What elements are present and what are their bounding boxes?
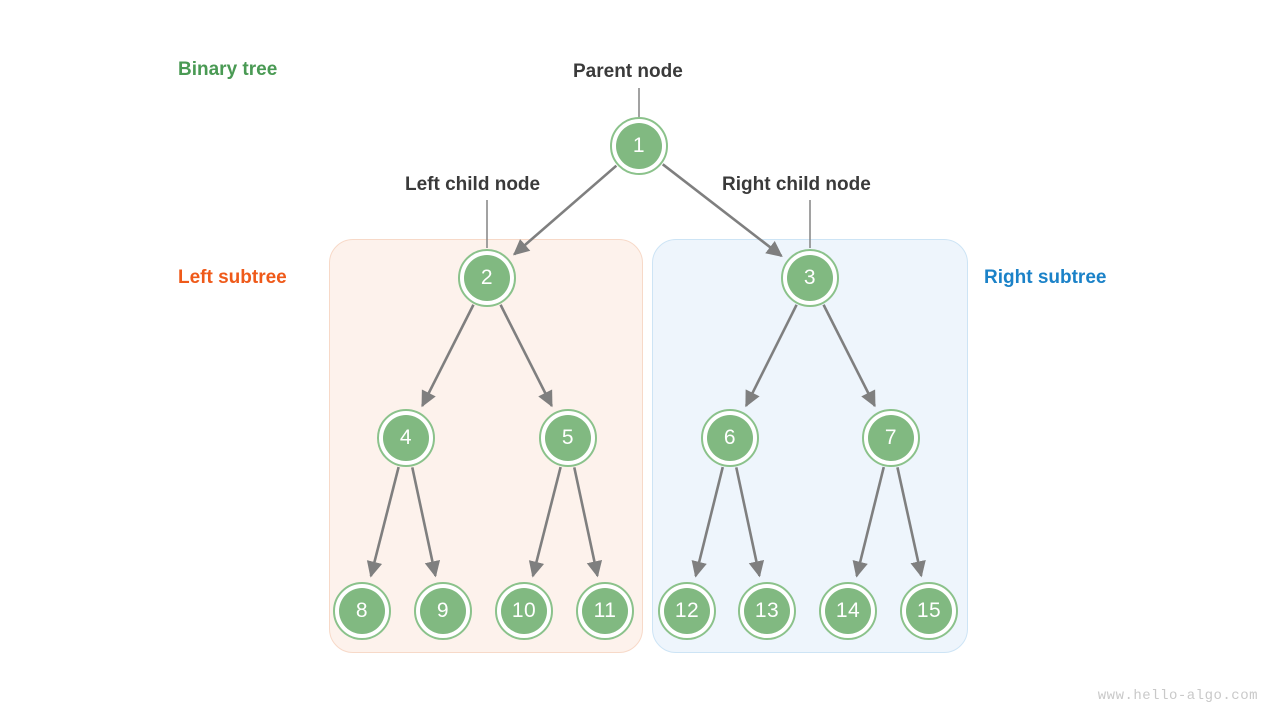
tree-node-label: 14 — [825, 588, 871, 634]
tree-node-12[interactable]: 12 — [658, 582, 716, 640]
left-child-node-caption: Left child node — [405, 174, 541, 195]
tree-edge-4-to-9 — [411, 467, 441, 578]
leader-lines-group — [486, 88, 811, 248]
left-subtree-label: Left subtree — [178, 267, 287, 288]
edges-group — [366, 163, 926, 578]
tree-node-14[interactable]: 14 — [819, 582, 877, 640]
right-subtree-label: Right subtree — [984, 267, 1107, 288]
tree-edge-2-to-5 — [499, 304, 553, 408]
tree-edge-3-to-7 — [822, 304, 876, 408]
tree-node-13[interactable]: 13 — [738, 582, 796, 640]
tree-node-label: 11 — [582, 588, 628, 634]
tree-edge-4-to-8 — [366, 466, 400, 578]
tree-edge-1-to-2 — [513, 164, 618, 256]
tree-node-8[interactable]: 8 — [333, 582, 391, 640]
tree-node-2[interactable]: 2 — [458, 249, 516, 307]
tree-edge-7-to-14 — [852, 466, 886, 578]
tree-node-6[interactable]: 6 — [701, 409, 759, 467]
tree-edge-5-to-11 — [573, 467, 603, 578]
tree-node-label: 1 — [616, 123, 662, 169]
tree-node-11[interactable]: 11 — [576, 582, 634, 640]
tree-node-3[interactable]: 3 — [781, 249, 839, 307]
tree-edge-3-to-6 — [744, 304, 798, 408]
parent-node-caption: Parent node — [573, 61, 683, 82]
tree-node-label: 5 — [545, 415, 591, 461]
tree-edge-7-to-15 — [896, 467, 926, 578]
tree-node-label: 3 — [787, 255, 833, 301]
tree-node-4[interactable]: 4 — [377, 409, 435, 467]
tree-node-label: 12 — [664, 588, 710, 634]
tree-edge-6-to-13 — [735, 467, 765, 578]
tree-node-label: 4 — [383, 415, 429, 461]
tree-edge-2-to-4 — [421, 304, 475, 408]
tree-node-label: 8 — [339, 588, 385, 634]
tree-node-label: 13 — [744, 588, 790, 634]
tree-node-5[interactable]: 5 — [539, 409, 597, 467]
tree-node-10[interactable]: 10 — [495, 582, 553, 640]
watermark: www.hello-algo.com — [1097, 688, 1258, 704]
right-child-node-caption: Right child node — [722, 174, 871, 195]
tree-node-label: 9 — [420, 588, 466, 634]
tree-node-label: 15 — [906, 588, 952, 634]
tree-node-15[interactable]: 15 — [900, 582, 958, 640]
tree-node-label: 2 — [464, 255, 510, 301]
tree-node-label: 10 — [501, 588, 547, 634]
tree-node-9[interactable]: 9 — [414, 582, 472, 640]
tree-edge-5-to-10 — [528, 466, 562, 578]
binary-tree-title: Binary tree — [178, 59, 278, 80]
tree-node-label: 7 — [868, 415, 914, 461]
tree-node-1[interactable]: 1 — [610, 117, 668, 175]
tree-node-label: 6 — [707, 415, 753, 461]
tree-node-7[interactable]: 7 — [862, 409, 920, 467]
tree-edge-6-to-12 — [691, 466, 725, 578]
tree-edge-1-to-3 — [661, 163, 783, 258]
